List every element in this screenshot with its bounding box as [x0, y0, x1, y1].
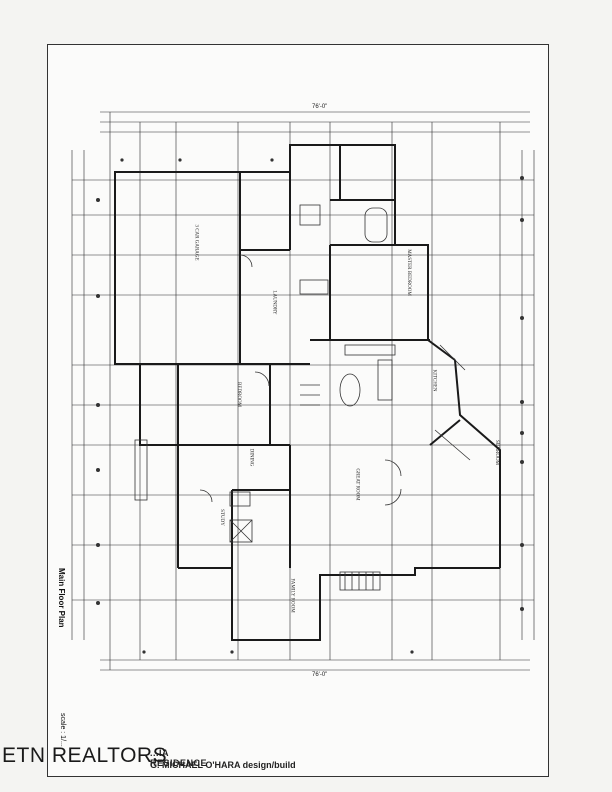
scale-label: scale : 1/... [59, 713, 66, 747]
room-label-great-room: GREAT ROOM [354, 468, 360, 501]
room-label-laundry: LAUNDRY [271, 290, 277, 315]
room-label-dining: DINING [248, 448, 254, 467]
room-label-sunroom: SUNROOM [494, 439, 500, 466]
plan-title: Main Floor Plan [57, 568, 66, 628]
realtor-watermark: ETN REALTORS [2, 744, 168, 767]
overall-dimension-bottom: 76'-0" [312, 672, 328, 678]
room-label-bedroom: BEDROOM [236, 381, 242, 408]
room-label-kitchen: KITCHEN [431, 369, 437, 392]
overall-dimension-top: 76'-0" [312, 104, 328, 110]
room-label-master-bedroom: MASTER BEDROOM [405, 249, 411, 296]
room-label-study: STUDY [218, 509, 224, 526]
residence-name: ...IA RESIDENCE [150, 748, 208, 768]
designer-name: G. MICHAEL O'HARA design/build [150, 760, 296, 770]
room-label-garage: 3 CAR GARAGE [193, 224, 199, 261]
drawing-sheet [47, 44, 549, 777]
room-label-family-room: FAMILY ROOM [289, 578, 295, 613]
